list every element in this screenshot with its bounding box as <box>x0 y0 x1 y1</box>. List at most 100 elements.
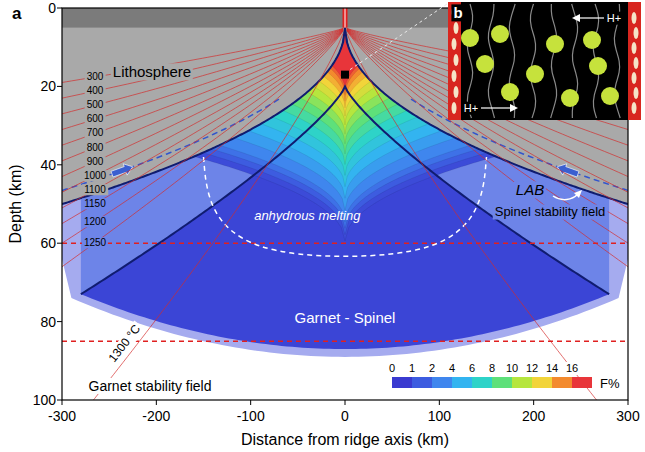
olivine-grain <box>601 87 619 105</box>
legend-label: 14 <box>545 362 559 375</box>
inset-leader <box>350 4 447 70</box>
axis-tick-label: 0 <box>341 408 349 424</box>
y-tick <box>57 400 62 401</box>
legend-swatch <box>452 377 472 388</box>
grain-boundary-right <box>628 2 641 120</box>
x-tick <box>62 400 63 405</box>
boundary-label: LAB <box>514 181 546 198</box>
x-tick <box>439 400 440 405</box>
isotherm-label: 1250 <box>82 237 108 249</box>
inclusion <box>632 102 637 114</box>
x-tick <box>345 400 346 405</box>
inclusion <box>454 22 459 34</box>
isotherm <box>62 29 343 114</box>
inclusion <box>632 42 637 54</box>
isotherm <box>62 30 343 223</box>
legend-swatch <box>532 377 552 388</box>
olivine-grain <box>561 89 579 107</box>
legend-swatch <box>552 377 572 388</box>
melt-channel <box>551 4 557 118</box>
panel-letter: a <box>12 4 21 24</box>
region-label: Spinel stability field <box>493 205 608 220</box>
axis-tick-label: 40 <box>40 157 56 173</box>
axis-tick-label: 300 <box>616 408 639 424</box>
isotherm <box>62 30 343 192</box>
olivine-grain <box>589 57 607 75</box>
axis-tick-label: 0 <box>48 0 56 16</box>
anhydrous-melting-boundary <box>204 157 487 256</box>
legend-label: 10 <box>505 362 519 375</box>
legend-label: 2 <box>428 362 436 375</box>
y-tick <box>57 8 62 9</box>
region-label: Lithosphere <box>111 63 193 80</box>
legend-swatch <box>392 377 412 388</box>
x-tick <box>250 400 251 405</box>
lab-leader-head <box>574 190 582 198</box>
axis-tick-label: 100 <box>428 408 451 424</box>
axis-title: Depth (km) <box>7 164 25 243</box>
olivine-grain <box>461 29 479 47</box>
isotherm <box>62 30 343 177</box>
stability-boundary <box>62 242 628 244</box>
x-tick <box>628 400 629 405</box>
y-tick <box>57 243 62 244</box>
isotherm-label: 400 <box>85 85 106 97</box>
x-tick <box>533 400 534 405</box>
isotherm-label: 800 <box>85 142 106 154</box>
flow-arrow <box>555 161 580 180</box>
axis-tick-label: 60 <box>40 235 56 251</box>
isotherm <box>62 29 343 160</box>
axis-tick-label: -300 <box>48 408 76 424</box>
isotherm-label: 1000 <box>82 170 108 182</box>
lab-leader <box>553 194 578 200</box>
legend-swatch <box>572 377 592 388</box>
melt-contour-band <box>211 28 478 229</box>
proton-arrow-head <box>572 14 580 22</box>
legend-swatch <box>512 377 532 388</box>
melt-rim <box>62 28 628 357</box>
melt-contour-band <box>203 28 487 235</box>
proton-arrow <box>481 107 511 108</box>
region-label: Garnet stability field <box>87 378 214 394</box>
olivine-grain <box>501 83 519 101</box>
axis-tick-label: 80 <box>40 314 56 330</box>
inclusion <box>632 72 637 84</box>
inset-ground <box>448 2 641 120</box>
y-tick <box>57 86 62 87</box>
legend-label: 0 <box>388 362 396 375</box>
legend-swatch <box>412 377 432 388</box>
legend-swatch <box>472 377 492 388</box>
olivine-grain <box>476 55 494 73</box>
proton-arrow-head <box>510 104 518 112</box>
isotherm-label: 1100 <box>82 184 108 196</box>
inclusion <box>632 12 637 24</box>
region-label: anhydrous melting <box>254 208 360 223</box>
ion-label: H+ <box>605 12 623 25</box>
inclusion <box>454 54 459 66</box>
olivine-grain <box>546 35 564 53</box>
isotherm <box>62 31 343 267</box>
legend-item: 16 <box>572 362 592 390</box>
flow-line <box>62 99 279 190</box>
olivine-grain <box>583 31 601 49</box>
olivine-grain <box>491 25 509 43</box>
legend-label: 8 <box>488 362 496 375</box>
y-tick <box>57 321 62 322</box>
sample-marker <box>341 71 349 79</box>
isotherm-label: 1150 <box>82 198 108 210</box>
isotherm-label: 600 <box>85 114 106 126</box>
olivine-grain <box>526 65 544 83</box>
axis-tick-label: 20 <box>40 78 56 94</box>
isotherm <box>62 29 343 99</box>
legend-label: 16 <box>565 362 579 375</box>
stability-boundary <box>62 340 628 342</box>
axis-title: Distance from ridge axis (km) <box>241 431 449 449</box>
isotherm <box>62 29 343 129</box>
inclusion <box>452 70 457 82</box>
isotherm <box>62 30 343 208</box>
inclusion <box>454 86 459 98</box>
axis-tick-label: -200 <box>142 408 170 424</box>
axis-tick-label: -100 <box>237 408 265 424</box>
